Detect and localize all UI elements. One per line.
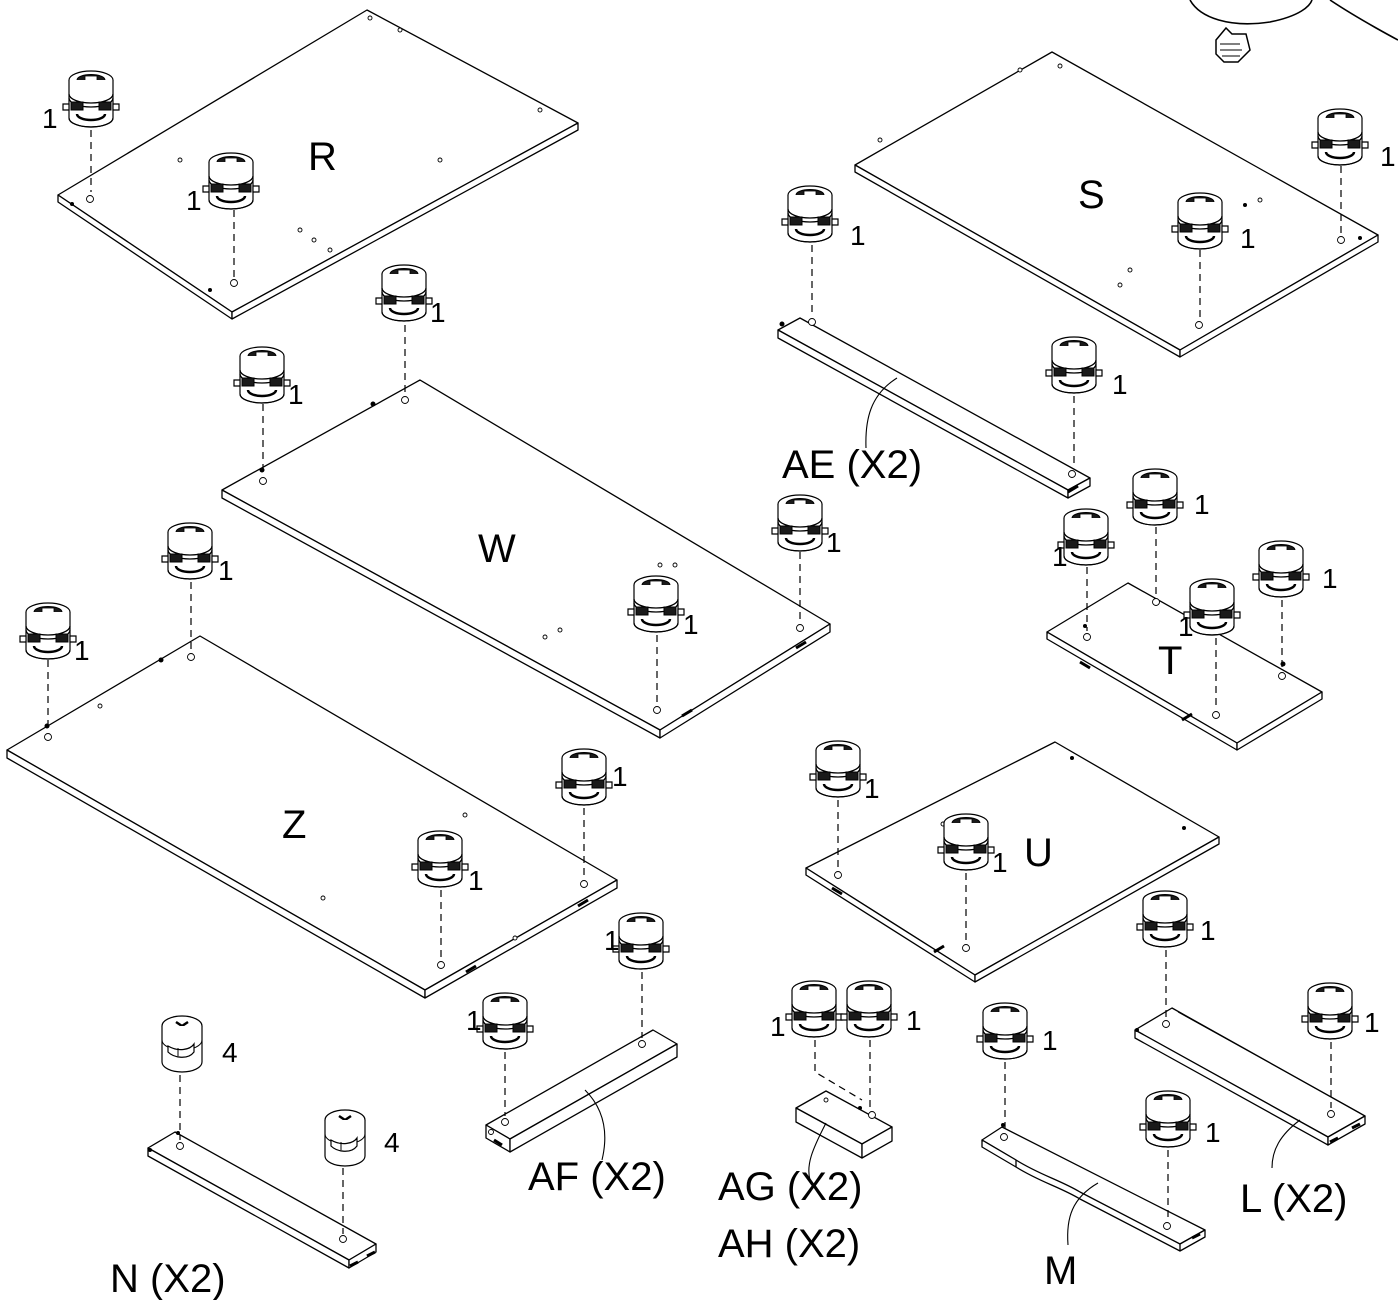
panel-label-m: M <box>1044 1249 1077 1293</box>
qty-label: 1 <box>186 185 202 216</box>
cam-bolt-icon <box>323 1108 367 1168</box>
qty-label: 1 <box>864 773 880 804</box>
panel-u: U <box>805 741 1220 983</box>
panel-s: S <box>854 51 1379 358</box>
cam-lock-fitting-icon <box>780 184 840 244</box>
qty-label: 1 <box>218 555 234 586</box>
panel-t: T <box>1046 582 1323 751</box>
cam-lock-fitting-icon <box>611 911 671 971</box>
panel-label-ae: AE (X2) <box>782 443 922 487</box>
panel-ae: AE (X2) <box>777 317 1091 499</box>
panel-label-l: L (X2) <box>1240 1177 1347 1221</box>
qty-label: 1 <box>1364 1007 1380 1038</box>
cam-lock-fitting-icon <box>1135 889 1195 949</box>
qty-label: 1 <box>288 379 304 410</box>
qty-label: 1 <box>992 847 1008 878</box>
panel-label-n: N (X2) <box>110 1257 226 1300</box>
cam-lock-fitting-icon <box>1251 539 1311 599</box>
cam-lock-fitting-icon <box>475 991 535 1051</box>
qty-label: 1 <box>1194 489 1210 520</box>
panel-label-ah: AH (X2) <box>718 1222 860 1266</box>
cam-bolt-icon <box>160 1014 204 1074</box>
panel-af: AF (X2) <box>485 1029 678 1199</box>
qty-label: 4 <box>222 1037 238 1068</box>
qty-label: 1 <box>1205 1117 1221 1148</box>
cam-lock-fitting-icon <box>808 739 868 799</box>
cam-lock-fitting-icon <box>975 1001 1035 1061</box>
cam-lock-fitting-icon <box>1044 335 1104 395</box>
panel-label-af: AF (X2) <box>528 1155 666 1199</box>
cam-lock-fitting-icon <box>1300 981 1360 1041</box>
dowel-pins <box>349 484 1361 1268</box>
cam-lock-fitting-icon <box>61 69 121 129</box>
qty-label: 1 <box>430 297 446 328</box>
cam-lock-fitting-icon <box>626 574 686 634</box>
qty-label: 1 <box>466 1005 482 1036</box>
panel-label-ag: AG (X2) <box>718 1165 862 1209</box>
qty-label: 1 <box>604 925 620 956</box>
qty-label: 1 <box>612 761 628 792</box>
cam-lock-fitting-icon <box>784 979 844 1039</box>
qty-label: 1 <box>1200 915 1216 946</box>
qty-label: 1 <box>1042 1025 1058 1056</box>
cam-lock-fitting-icon <box>410 829 470 889</box>
qty-label: 1 <box>1240 223 1256 254</box>
cam-lock-fitting-icon <box>936 812 996 872</box>
qty-label: 1 <box>1380 141 1396 172</box>
qty-label: 1 <box>826 527 842 558</box>
panel-label-w: W <box>478 527 516 571</box>
panel-label-r: R <box>308 135 337 179</box>
qty-label: 1 <box>850 220 866 251</box>
cam-lock-fitting-icon <box>201 151 261 211</box>
panel-ag-ah: AG (X2) AH (X2) <box>718 1090 893 1266</box>
qty-label: 1 <box>74 635 90 666</box>
qty-label: 1 <box>1178 611 1194 642</box>
qty-label: 4 <box>384 1127 400 1158</box>
panel-label-s: S <box>1078 173 1105 217</box>
panel-m: M <box>981 1123 1206 1293</box>
qty-label: 1 <box>1052 541 1068 572</box>
cam-lock-fitting-icon <box>770 493 830 553</box>
qty-label: 1 <box>683 609 699 640</box>
cam-lock-fitting-icon <box>18 601 78 661</box>
thumbs-up-icon <box>1189 0 1398 63</box>
qty-label: 1 <box>42 103 58 134</box>
panel-label-t: T <box>1158 639 1182 683</box>
cam-lock-fitting-icon <box>374 263 434 323</box>
cam-lock-fitting-icon <box>232 345 292 405</box>
panel-w: W <box>221 379 831 739</box>
panel-r: R <box>57 9 579 320</box>
cam-lock-fitting-icon <box>1138 1089 1198 1149</box>
panel-label-u: U <box>1024 831 1053 875</box>
cam-lock-fitting-icon <box>1310 107 1370 167</box>
cam-lock-fitting-icon <box>1125 467 1185 527</box>
qty-label: 1 <box>1322 563 1338 594</box>
qty-label: 1 <box>906 1005 922 1036</box>
panel-n: N (X2) <box>110 1131 377 1300</box>
cam-lock-fitting-icon <box>554 747 614 807</box>
cam-lock-fitting-icon <box>839 979 899 1039</box>
cam-lock-fitting-icon <box>160 521 220 581</box>
panel-z: Z <box>6 635 618 999</box>
qty-label: 1 <box>468 865 484 896</box>
qty-label: 1 <box>1112 369 1128 400</box>
qty-label: 1 <box>770 1011 786 1042</box>
panel-label-z: Z <box>282 803 306 847</box>
cam-lock-fitting-icon <box>1170 191 1230 251</box>
